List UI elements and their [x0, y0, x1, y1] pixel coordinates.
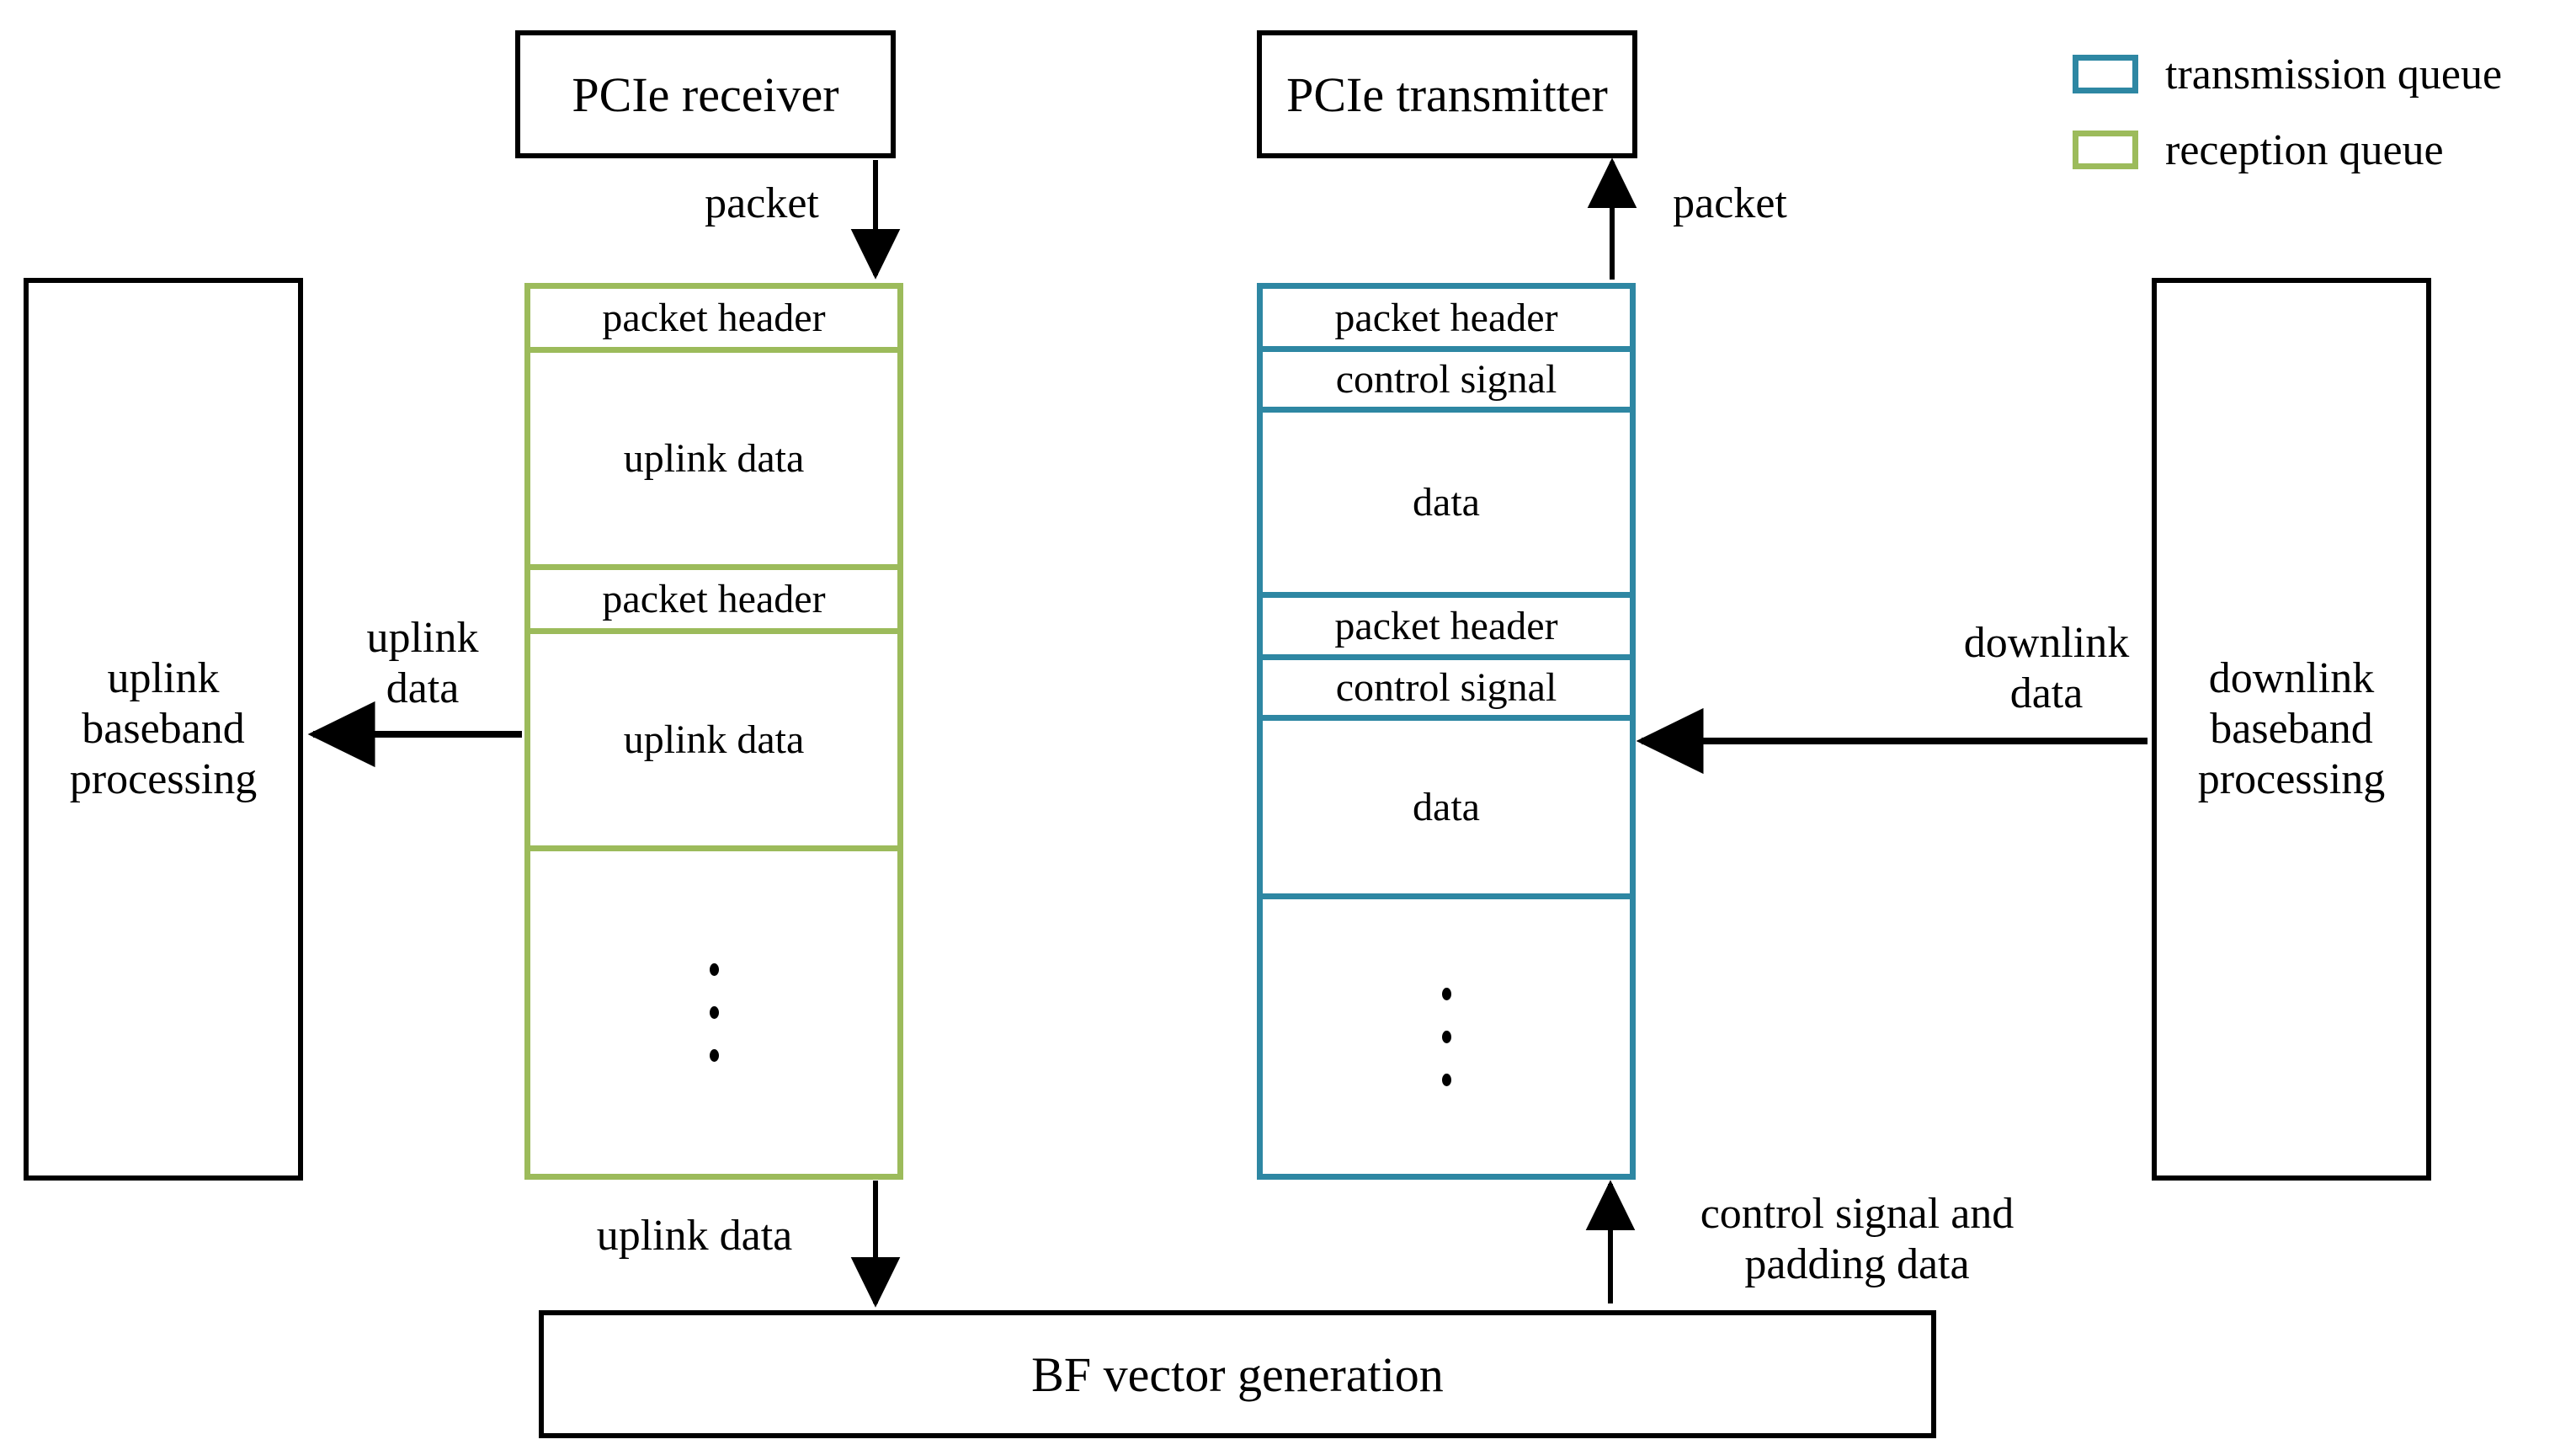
legend-item-transmission-queue[interactable]: transmission queue: [2073, 50, 2503, 99]
node-bf-vector-generation[interactable]: BF vector generation: [539, 1310, 1936, 1438]
vertical-ellipsis-icon: [1441, 973, 1451, 1101]
transmission-segment-data-1[interactable]: data: [1263, 413, 1630, 598]
node-pcie-receiver-label: PCIe receiver: [572, 67, 839, 122]
node-uplink-baseband-processing-label: uplink baseband processing: [69, 653, 258, 804]
vertical-ellipsis-icon: [709, 948, 719, 1077]
node-uplink-baseband-processing[interactable]: uplink baseband processing: [24, 278, 303, 1181]
legend-item-label: transmission queue: [2165, 50, 2503, 99]
transmission-segment-label: data: [1413, 785, 1480, 829]
reception-queue-swatch-icon: [2073, 131, 2138, 169]
reception-segment-uplink-data-2[interactable]: uplink data: [530, 634, 897, 851]
legend-item-label: reception queue: [2165, 125, 2444, 174]
transmission-segment-label: packet header: [1334, 604, 1558, 648]
reception-segment-label: packet header: [602, 296, 826, 340]
legend-item-reception-queue[interactable]: reception queue: [2073, 125, 2502, 174]
reception-segment-label: uplink data: [623, 436, 805, 481]
node-downlink-baseband-processing[interactable]: downlink baseband processing: [2152, 278, 2431, 1181]
transmission-queue[interactable]: packet header control signal data packet…: [1257, 283, 1636, 1180]
transmission-segment-control-signal-2[interactable]: control signal: [1263, 660, 1630, 721]
node-bf-vector-generation-label: BF vector generation: [1031, 1346, 1444, 1402]
edge-label-uplink-data-bottom: uplink data: [596, 1212, 793, 1260]
reception-segment-uplink-data-1[interactable]: uplink data: [530, 353, 897, 570]
transmission-segment-label: control signal: [1335, 665, 1557, 710]
reception-segment-label: packet header: [602, 577, 826, 621]
node-downlink-baseband-processing-label: downlink baseband processing: [2197, 653, 2386, 804]
node-pcie-transmitter-label: PCIe transmitter: [1286, 67, 1608, 122]
transmission-segment-ellipsis[interactable]: [1263, 899, 1630, 1174]
transmission-segment-packet-header-2[interactable]: packet header: [1263, 598, 1630, 660]
node-pcie-receiver[interactable]: PCIe receiver: [515, 30, 896, 158]
transmission-segment-data-2[interactable]: data: [1263, 721, 1630, 899]
edge-label-uplink-data-left: uplink data: [366, 614, 479, 713]
legend: transmission queue reception queue: [2073, 50, 2503, 174]
transmission-queue-swatch-icon: [2073, 55, 2138, 93]
edge-label-control-padding-bottom: control signal and padding data: [1700, 1190, 2014, 1289]
reception-segment-label: uplink data: [623, 717, 805, 762]
transmission-segment-control-signal-1[interactable]: control signal: [1263, 352, 1630, 413]
reception-queue[interactable]: packet header uplink data packet header …: [524, 283, 903, 1180]
edge-label-packet-in: packet: [705, 179, 819, 227]
edge-label-packet-out: packet: [1673, 179, 1787, 227]
reception-segment-packet-header-2[interactable]: packet header: [530, 570, 897, 634]
transmission-segment-packet-header-1[interactable]: packet header: [1263, 289, 1630, 352]
node-pcie-transmitter[interactable]: PCIe transmitter: [1257, 30, 1637, 158]
transmission-segment-label: control signal: [1335, 357, 1557, 402]
transmission-segment-label: packet header: [1334, 295, 1558, 340]
transmission-segment-label: data: [1413, 480, 1480, 525]
reception-segment-ellipsis[interactable]: [530, 851, 897, 1174]
reception-segment-packet-header-1[interactable]: packet header: [530, 289, 897, 353]
edge-label-downlink-data-right: downlink data: [1963, 619, 2130, 718]
